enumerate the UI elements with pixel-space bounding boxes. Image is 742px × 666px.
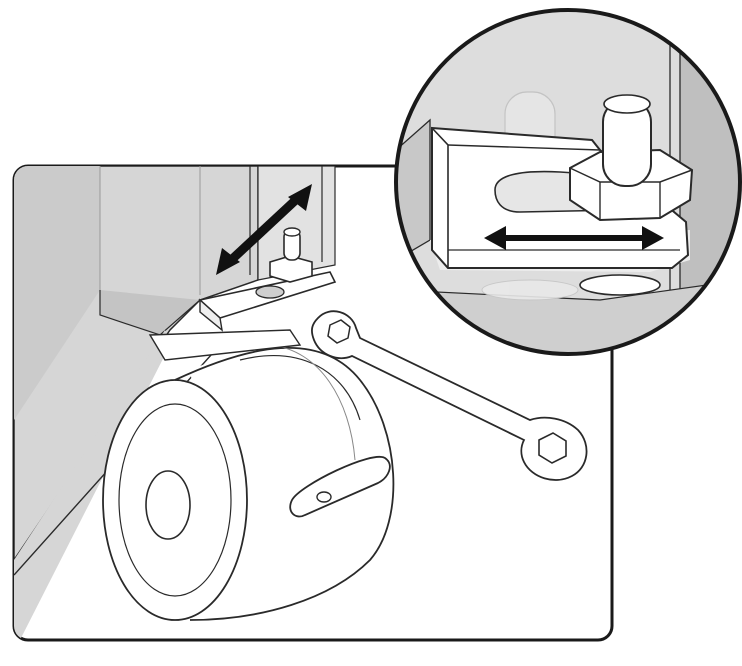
caster-wheel <box>102 329 395 621</box>
brake-lever <box>289 455 391 518</box>
detail-callout <box>394 8 742 356</box>
detail-stopper-bolt <box>569 94 694 296</box>
hex-wrench-icon <box>311 310 588 481</box>
detail-circle-border <box>394 8 742 356</box>
double-headed-arrow-icon <box>484 226 664 250</box>
stopper-bolt <box>269 227 313 283</box>
double-headed-arrow-icon <box>216 184 312 275</box>
